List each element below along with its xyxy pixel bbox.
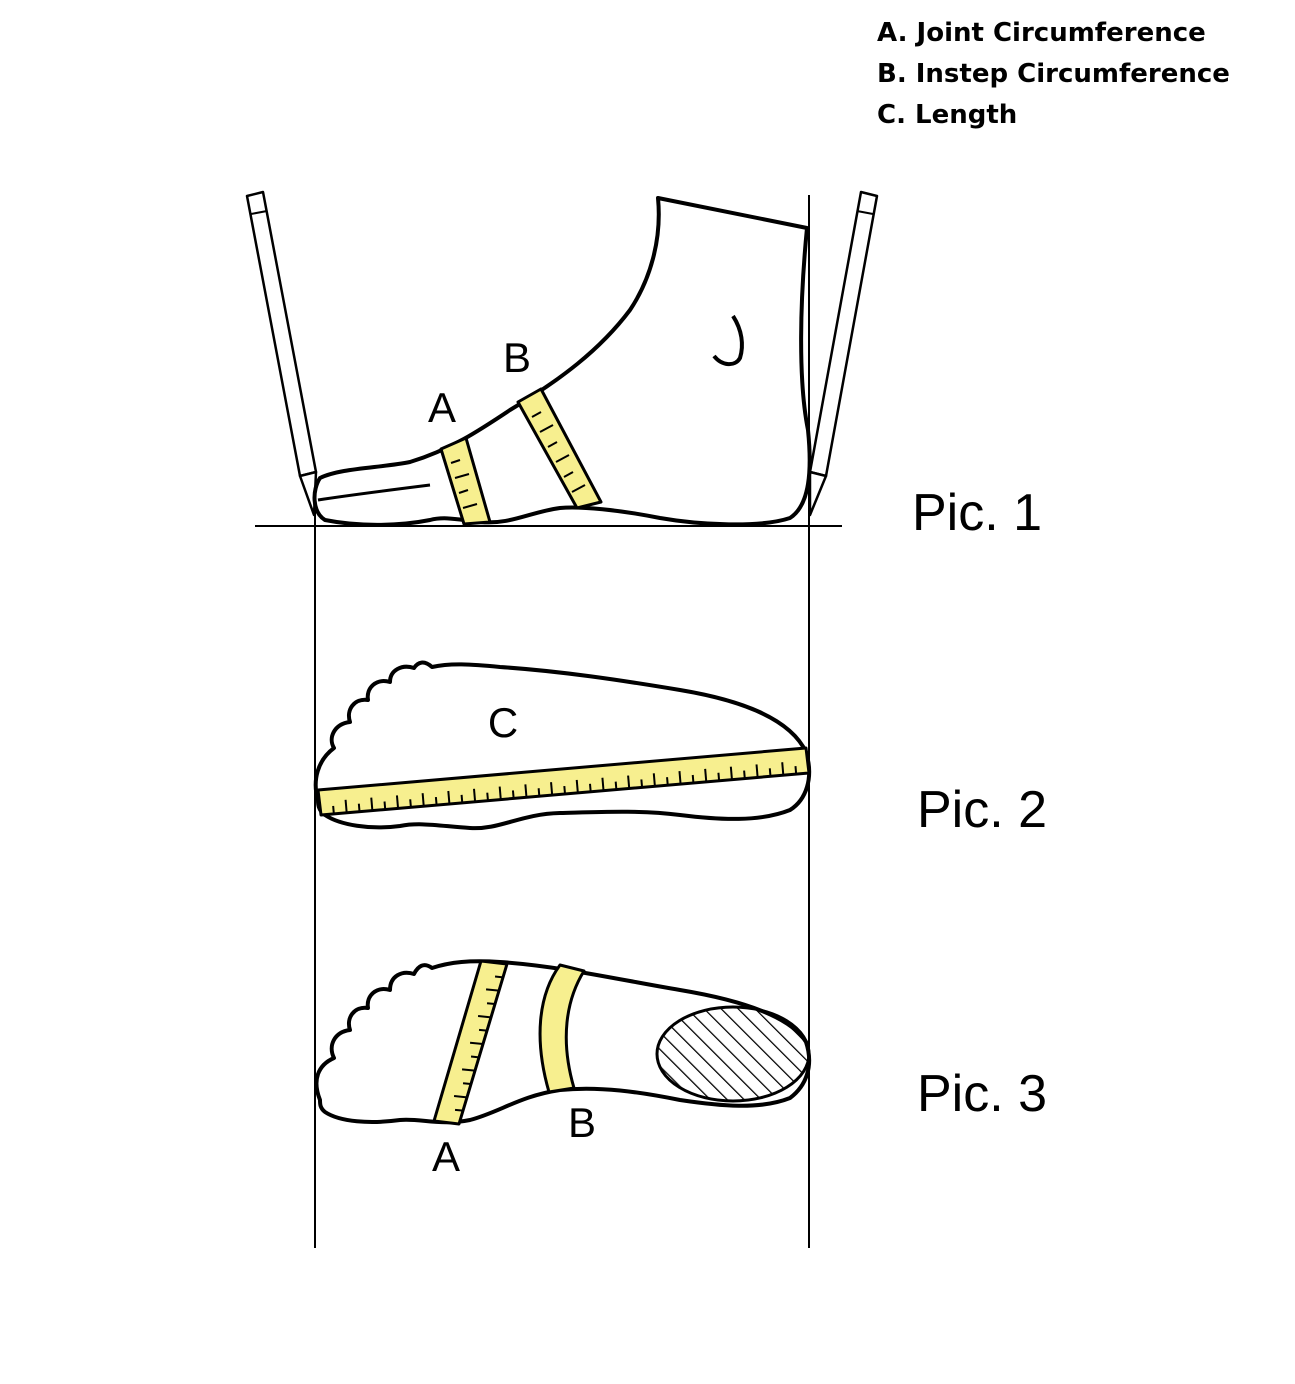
pic3-label-b: B <box>568 1099 596 1146</box>
pic1-label-b: B <box>503 334 531 381</box>
pic3-circumference-view: A B Pic. 3 <box>314 959 1047 1180</box>
pic3-tape-a <box>432 959 509 1126</box>
pic2-tape-c <box>316 746 811 817</box>
pic1-tape-b <box>516 387 603 510</box>
toe-crease <box>317 483 431 502</box>
pic3-caption: Pic. 3 <box>917 1065 1047 1123</box>
ankle-mark-icon <box>712 314 744 367</box>
pic3-tape-b <box>538 963 586 1094</box>
legend: A. Joint Circumference B. Instep Circumf… <box>877 18 1230 130</box>
legend-item-joint-circumference: A. Joint Circumference <box>877 18 1206 48</box>
pic2-length-view: C Pic. 2 <box>313 660 1047 839</box>
pic1-caption: Pic. 1 <box>912 484 1042 542</box>
heel-pad <box>655 1005 811 1103</box>
pic2-caption: Pic. 2 <box>917 781 1047 839</box>
legend-item-length: C. Length <box>877 100 1017 130</box>
left-pencil-icon <box>245 190 318 517</box>
pic2-label-c: C <box>488 699 518 746</box>
pic1-label-a: A <box>428 384 456 431</box>
legend-item-instep-circumference: B. Instep Circumference <box>877 59 1230 89</box>
pic1-tape-a <box>439 436 492 526</box>
pic3-tape-a-ticks <box>453 975 504 1112</box>
right-pencil-icon <box>808 190 879 517</box>
pic3-label-a: A <box>432 1133 460 1180</box>
pic1-side-view: A B Pic. 1 <box>245 190 1042 542</box>
pic2-tape-ticks <box>332 762 798 814</box>
